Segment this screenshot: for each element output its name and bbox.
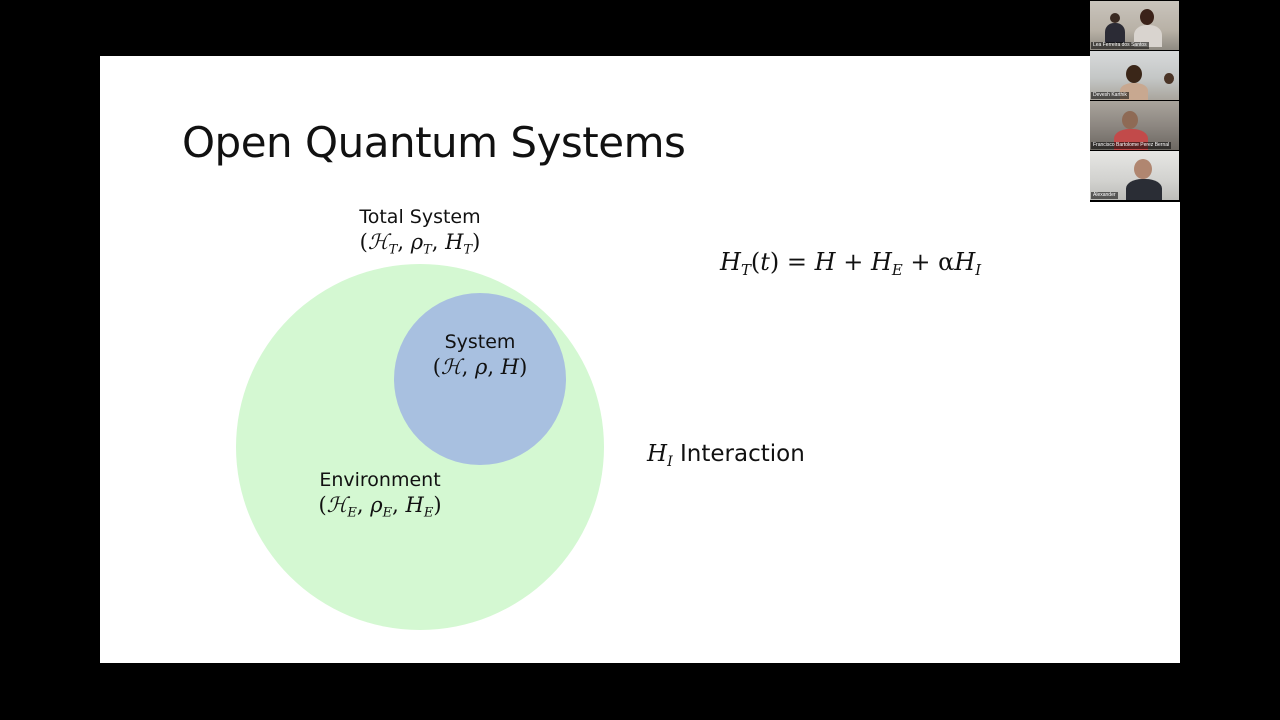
system-name: System	[444, 331, 516, 353]
total-system-formula: (ℋT, ρT, HT)	[359, 230, 481, 258]
participant-name: Devesh Karthik	[1091, 92, 1129, 99]
environment-name: Environment	[319, 469, 441, 491]
total-system-name: Total System	[359, 206, 481, 228]
participant-tile[interactable]: Alexander	[1090, 151, 1179, 200]
slide-title: Open Quantum Systems	[182, 118, 686, 167]
participant-name: Alexander	[1091, 192, 1118, 199]
interaction-text: Interaction	[680, 441, 805, 467]
participant-tile[interactable]: Francisco Bartolome Perez Bernal	[1090, 101, 1179, 150]
participant-tile[interactable]: Devesh Karthik	[1090, 51, 1179, 100]
system-label: System (ℋ, ρ, H)	[394, 331, 566, 379]
interaction-symbol: HI	[647, 441, 673, 470]
interaction-label: HI Interaction	[647, 441, 805, 470]
environment-formula: (ℋE, ρE, HE)	[318, 493, 442, 521]
participant-tile[interactable]: Lea Ferreira dos Santos	[1090, 1, 1179, 50]
participant-name: Francisco Bartolome Perez Bernal	[1091, 142, 1172, 149]
presentation-slide: Open Quantum Systems Total System (ℋT, ρ…	[100, 56, 1180, 663]
system-formula: (ℋ, ρ, H)	[432, 355, 528, 379]
system-circle	[394, 293, 566, 465]
participant-name: Lea Ferreira dos Santos	[1091, 42, 1149, 49]
participant-video-strip: Lea Ferreira dos Santos Devesh Karthik F…	[1090, 0, 1180, 202]
hamiltonian-equation: HT(t) = H + HE + αHI	[720, 248, 982, 280]
total-system-label: Total System (ℋT, ρT, HT)	[330, 206, 510, 258]
environment-label: Environment (ℋE, ρE, HE)	[280, 469, 480, 521]
